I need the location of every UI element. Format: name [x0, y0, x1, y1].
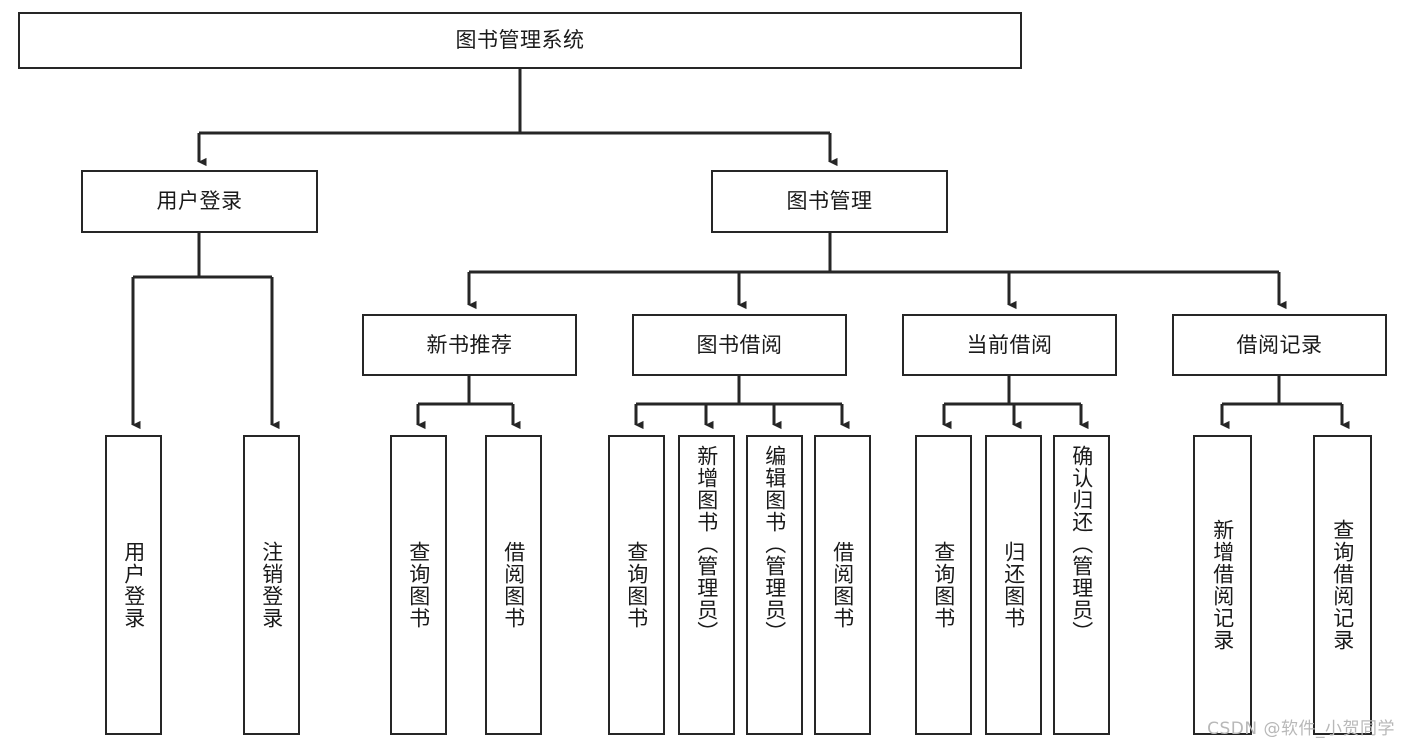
node-borrowing-record-label: 借阅记录 — [1236, 332, 1323, 357]
node-leaf-confirm-return-admin-label: 确认归还（管理员） — [1069, 445, 1094, 643]
node-root-label: 图书管理系统 — [455, 28, 585, 53]
node-leaf-query-borrow-record[interactable]: 查询借阅记录 — [1313, 435, 1372, 735]
node-leaf-add-book-admin[interactable]: 新增图书（管理员） — [678, 435, 735, 735]
node-leaf-confirm-return-admin[interactable]: 确认归还（管理员） — [1053, 435, 1110, 735]
node-root-book-management-system[interactable]: 图书管理系统 — [18, 12, 1022, 69]
node-leaf-edit-book-admin-label: 编辑图书（管理员） — [762, 445, 787, 643]
node-leaf-return-books-label: 归还图书 — [1001, 541, 1026, 629]
node-leaf-return-books[interactable]: 归还图书 — [985, 435, 1042, 735]
node-leaf-add-borrow-record[interactable]: 新增借阅记录 — [1193, 435, 1252, 735]
node-leaf-query-borrow-record-label: 查询借阅记录 — [1330, 519, 1355, 651]
node-new-book-recommendation-label: 新书推荐 — [426, 332, 513, 357]
node-book-management-label: 图书管理 — [786, 189, 873, 214]
csdn-watermark: CSDN @软件_小贺同学 — [1207, 719, 1395, 739]
node-leaf-logout-label: 注销登录 — [259, 541, 284, 629]
node-book-management[interactable]: 图书管理 — [711, 170, 948, 233]
node-leaf-query-books-recommend[interactable]: 查询图书 — [390, 435, 447, 735]
node-leaf-logout[interactable]: 注销登录 — [243, 435, 300, 735]
node-leaf-query-books-current-label: 查询图书 — [931, 541, 956, 629]
node-leaf-borrow-books-label: 借阅图书 — [830, 541, 855, 629]
node-user-login[interactable]: 用户登录 — [81, 170, 318, 233]
node-borrowing-record[interactable]: 借阅记录 — [1172, 314, 1387, 376]
node-current-borrowing-label: 当前借阅 — [966, 332, 1053, 357]
node-book-borrowing[interactable]: 图书借阅 — [632, 314, 847, 376]
node-leaf-borrow-books[interactable]: 借阅图书 — [814, 435, 871, 735]
node-leaf-query-books-current[interactable]: 查询图书 — [915, 435, 972, 735]
node-leaf-add-book-admin-label: 新增图书（管理员） — [694, 445, 719, 643]
node-leaf-query-books-borrow[interactable]: 查询图书 — [608, 435, 665, 735]
node-leaf-add-borrow-record-label: 新增借阅记录 — [1210, 519, 1235, 651]
node-leaf-borrow-books-recommend-label: 借阅图书 — [501, 541, 526, 629]
node-leaf-user-login-label: 用户登录 — [121, 541, 146, 629]
node-leaf-borrow-books-recommend[interactable]: 借阅图书 — [485, 435, 542, 735]
node-user-login-label: 用户登录 — [156, 189, 243, 214]
node-new-book-recommendation[interactable]: 新书推荐 — [362, 314, 577, 376]
node-leaf-edit-book-admin[interactable]: 编辑图书（管理员） — [746, 435, 803, 735]
node-leaf-query-books-borrow-label: 查询图书 — [624, 541, 649, 629]
node-leaf-user-login[interactable]: 用户登录 — [105, 435, 162, 735]
node-leaf-query-books-recommend-label: 查询图书 — [406, 541, 431, 629]
node-book-borrowing-label: 图书借阅 — [696, 332, 783, 357]
node-current-borrowing[interactable]: 当前借阅 — [902, 314, 1117, 376]
